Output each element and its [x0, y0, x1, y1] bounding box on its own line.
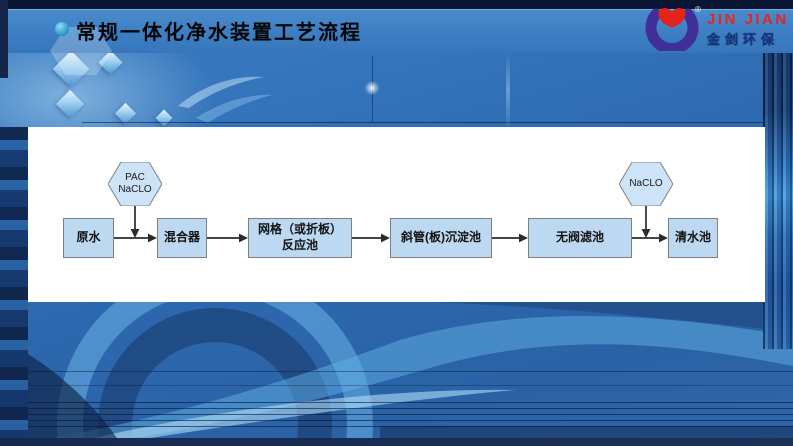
decor-diamond — [155, 109, 173, 127]
flow-arrows — [114, 206, 668, 243]
flowchart-panel: 原水 混合器 网格（或折板） 反应池 斜管(板)沉淀池 无阀滤池 清水池 PAC… — [28, 127, 765, 302]
flow-box-label: 网格（或折板） — [257, 222, 342, 237]
logo-brand-en: JIN JIAN — [707, 11, 789, 28]
flow-box-mixer: 混合器 — [157, 218, 207, 258]
decor-diamond — [98, 50, 123, 75]
logo-text: JIN JIAN 金剑环保 — [707, 5, 789, 53]
bottom-bar — [0, 438, 793, 446]
flow-box-raw-water: 原水 — [63, 218, 114, 258]
decor-diamond — [114, 102, 137, 125]
company-logo: ® JIN JIAN 金剑环保 — [645, 5, 793, 55]
flow-box-label: 清水池 — [674, 230, 711, 245]
flow-box-label: 斜管(板)沉淀池 — [401, 230, 481, 245]
slide-header: 常规一体化净水装置工艺流程 — [0, 0, 560, 53]
registered-trademark: ® — [695, 5, 701, 14]
flow-box-label: 反应池 — [281, 238, 318, 252]
dosing-label: NaCLO — [118, 184, 152, 195]
flow-box-reaction-tank: 网格（或折板） 反应池 — [248, 218, 352, 258]
dosing-hexagon-pac-naclo: PAC NaCLO — [108, 162, 162, 206]
hairline-vertical — [372, 56, 373, 122]
flow-box-label: 混合器 — [163, 230, 200, 245]
logo-mark-icon: ® — [645, 5, 701, 55]
flow-box-clear-water-tank: 清水池 — [668, 218, 718, 258]
flow-box-valveless-filter: 无阀滤池 — [528, 218, 632, 258]
pinstripe-group — [0, 402, 793, 428]
glint-sparkle — [364, 80, 380, 96]
flow-box-label: 原水 — [76, 230, 101, 245]
bottom-dark-band — [380, 426, 793, 438]
page-title: 常规一体化净水装置工艺流程 — [76, 22, 362, 44]
right-plaid-strip — [763, 53, 793, 349]
hairline-horizontal — [82, 122, 765, 123]
flow-box-label: 无阀滤池 — [555, 230, 604, 245]
flow-box-sedimentation-tank: 斜管(板)沉淀池 — [390, 218, 492, 258]
dosing-label: PAC — [125, 171, 145, 183]
decor-diamond — [55, 89, 85, 119]
decor-diamond — [52, 50, 90, 88]
dosing-hexagon-naclo: NaCLO — [619, 162, 673, 206]
logo-brand-cn: 金剑环保 — [707, 32, 780, 47]
pinstripe-line — [0, 371, 793, 372]
left-band-strip — [0, 127, 28, 446]
dosing-label: NaCLO — [629, 177, 663, 189]
vertical-streak — [506, 53, 510, 127]
title-bullet-icon — [55, 22, 69, 36]
pinstripe-line — [0, 385, 793, 386]
